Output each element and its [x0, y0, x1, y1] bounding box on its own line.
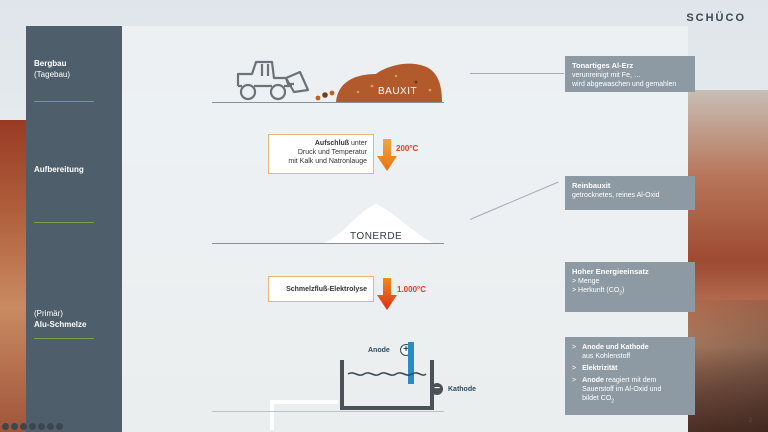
info-line: > Menge: [572, 278, 600, 285]
sidebar-schmelze-sub: (Primär): [34, 309, 63, 318]
previous-slide-icon[interactable]: [2, 423, 9, 430]
zoom-icon[interactable]: [29, 423, 36, 430]
tonerde-pile-icon: [320, 204, 436, 244]
info-subscript: 2: [619, 290, 623, 297]
info-bold: Anode: [582, 377, 604, 384]
info-line: verunreinigt mit Fe, …: [572, 72, 641, 79]
info-subscript: 2: [611, 398, 615, 405]
slides-overview-icon[interactable]: [38, 423, 45, 430]
sidebar: [26, 26, 122, 432]
info-bullet-text: Anode und Kathode aus Kohlenstoff: [582, 343, 649, 361]
temperature-1000: 1.000°C: [397, 285, 426, 294]
sidebar-schmelze-title: Alu-Schmelze: [34, 320, 87, 329]
info-text: ): [622, 287, 625, 294]
minus-icon: −: [431, 383, 443, 395]
info-line: wird abgewaschen und gemahlen: [572, 81, 677, 88]
process-text: Druck und Temperatur: [297, 149, 367, 156]
info-title: Tonartiges Al-Erz: [572, 61, 634, 70]
info-box-tonartiges-erz: Tonartiges Al-Erz verunreinigt mit Fe, ……: [565, 56, 695, 92]
next-slide-icon[interactable]: [11, 423, 18, 430]
ground-line: [212, 411, 444, 412]
presentation-toolbar: [2, 423, 63, 430]
info-line: getrocknetes, reines Al-Oxid: [572, 192, 660, 199]
anode-rod: [408, 342, 414, 384]
sidebar-aufbereitung: Aufbereitung: [34, 164, 84, 175]
anode-label: Anode: [368, 347, 390, 354]
process-title: Aufschluß: [314, 140, 350, 147]
process-text: unter: [349, 140, 367, 147]
background-landscape-left: [0, 120, 30, 432]
ground-line: [212, 102, 444, 103]
info-text: > Herkunft (CO: [572, 287, 620, 294]
info-text: aus Kohlenstoff: [582, 353, 631, 360]
bullet-icon: >: [572, 344, 577, 351]
wheel-loader-icon: [236, 60, 310, 101]
electrolysis-cell-icon: [270, 360, 434, 430]
info-title: Reinbauxit: [572, 181, 611, 190]
more-options-icon[interactable]: [56, 423, 63, 430]
schueco-logo: SCHÜCO: [686, 12, 746, 24]
bauxit-label: BAUXIT: [378, 86, 418, 97]
sidebar-aufbereitung-title: Aufbereitung: [34, 165, 84, 174]
info-bold: Anode und Kathode: [582, 344, 649, 351]
info-box-anode-kathode: > Anode und Kathode aus Kohlenstoff > Ele…: [565, 337, 695, 415]
page-number: 2: [748, 418, 752, 424]
info-box-reinbauxit: Reinbauxit getrocknetes, reines Al-Oxid: [565, 176, 695, 210]
process-text: mit Kalk und Natronlauge: [288, 158, 367, 165]
down-arrow-red-icon: [377, 278, 397, 310]
sidebar-divider: [34, 222, 94, 223]
info-text: bildet CO: [582, 395, 612, 402]
info-text: reagiert mit dem: [603, 377, 657, 384]
sidebar-schmelze: (Primär) Alu-Schmelze: [34, 308, 86, 330]
info-box-energieeinsatz: Hoher Energieeinsatz > Menge > Herkunft …: [565, 262, 695, 312]
video-icon[interactable]: [47, 423, 54, 430]
tonerde-label: TONERDE: [350, 231, 403, 242]
ground-line: [212, 243, 444, 244]
sidebar-bergbau-sub: (Tagebau): [34, 70, 71, 79]
background-landscape-shadow: [688, 300, 768, 432]
temperature-200: 200°C: [396, 144, 419, 153]
info-bullet: > Anode und Kathode aus Kohlenstoff: [572, 343, 688, 361]
sidebar-bergbau: Bergbau (Tagebau): [34, 58, 70, 80]
sidebar-divider: [34, 338, 94, 339]
process-box-aufschluss: Aufschluß unter Druck und Temperatur mit…: [268, 134, 374, 174]
bullet-icon: >: [572, 365, 577, 372]
info-line: > Herkunft (CO2): [572, 287, 625, 297]
connector-line: [470, 73, 564, 74]
info-text: Sauerstoff im Al-Oxid und: [582, 386, 662, 393]
sidebar-bergbau-title: Bergbau: [34, 59, 67, 68]
info-bold: Elektrizität: [582, 365, 618, 372]
process-box-elektrolyse: Schmelzfluß-Elektrolyse: [268, 276, 374, 302]
process-title: Schmelzfluß-Elektrolyse: [286, 286, 367, 293]
info-bullet: > Elektrizität: [572, 364, 688, 373]
kathode-label: Kathode: [448, 386, 476, 393]
bullet-icon: >: [572, 377, 577, 384]
down-arrow-orange-icon: [377, 139, 397, 171]
info-title: Hoher Energieeinsatz: [572, 267, 649, 276]
sidebar-divider: [34, 101, 94, 102]
pen-icon[interactable]: [20, 423, 27, 430]
bauxite-pile-icon: [315, 63, 442, 102]
